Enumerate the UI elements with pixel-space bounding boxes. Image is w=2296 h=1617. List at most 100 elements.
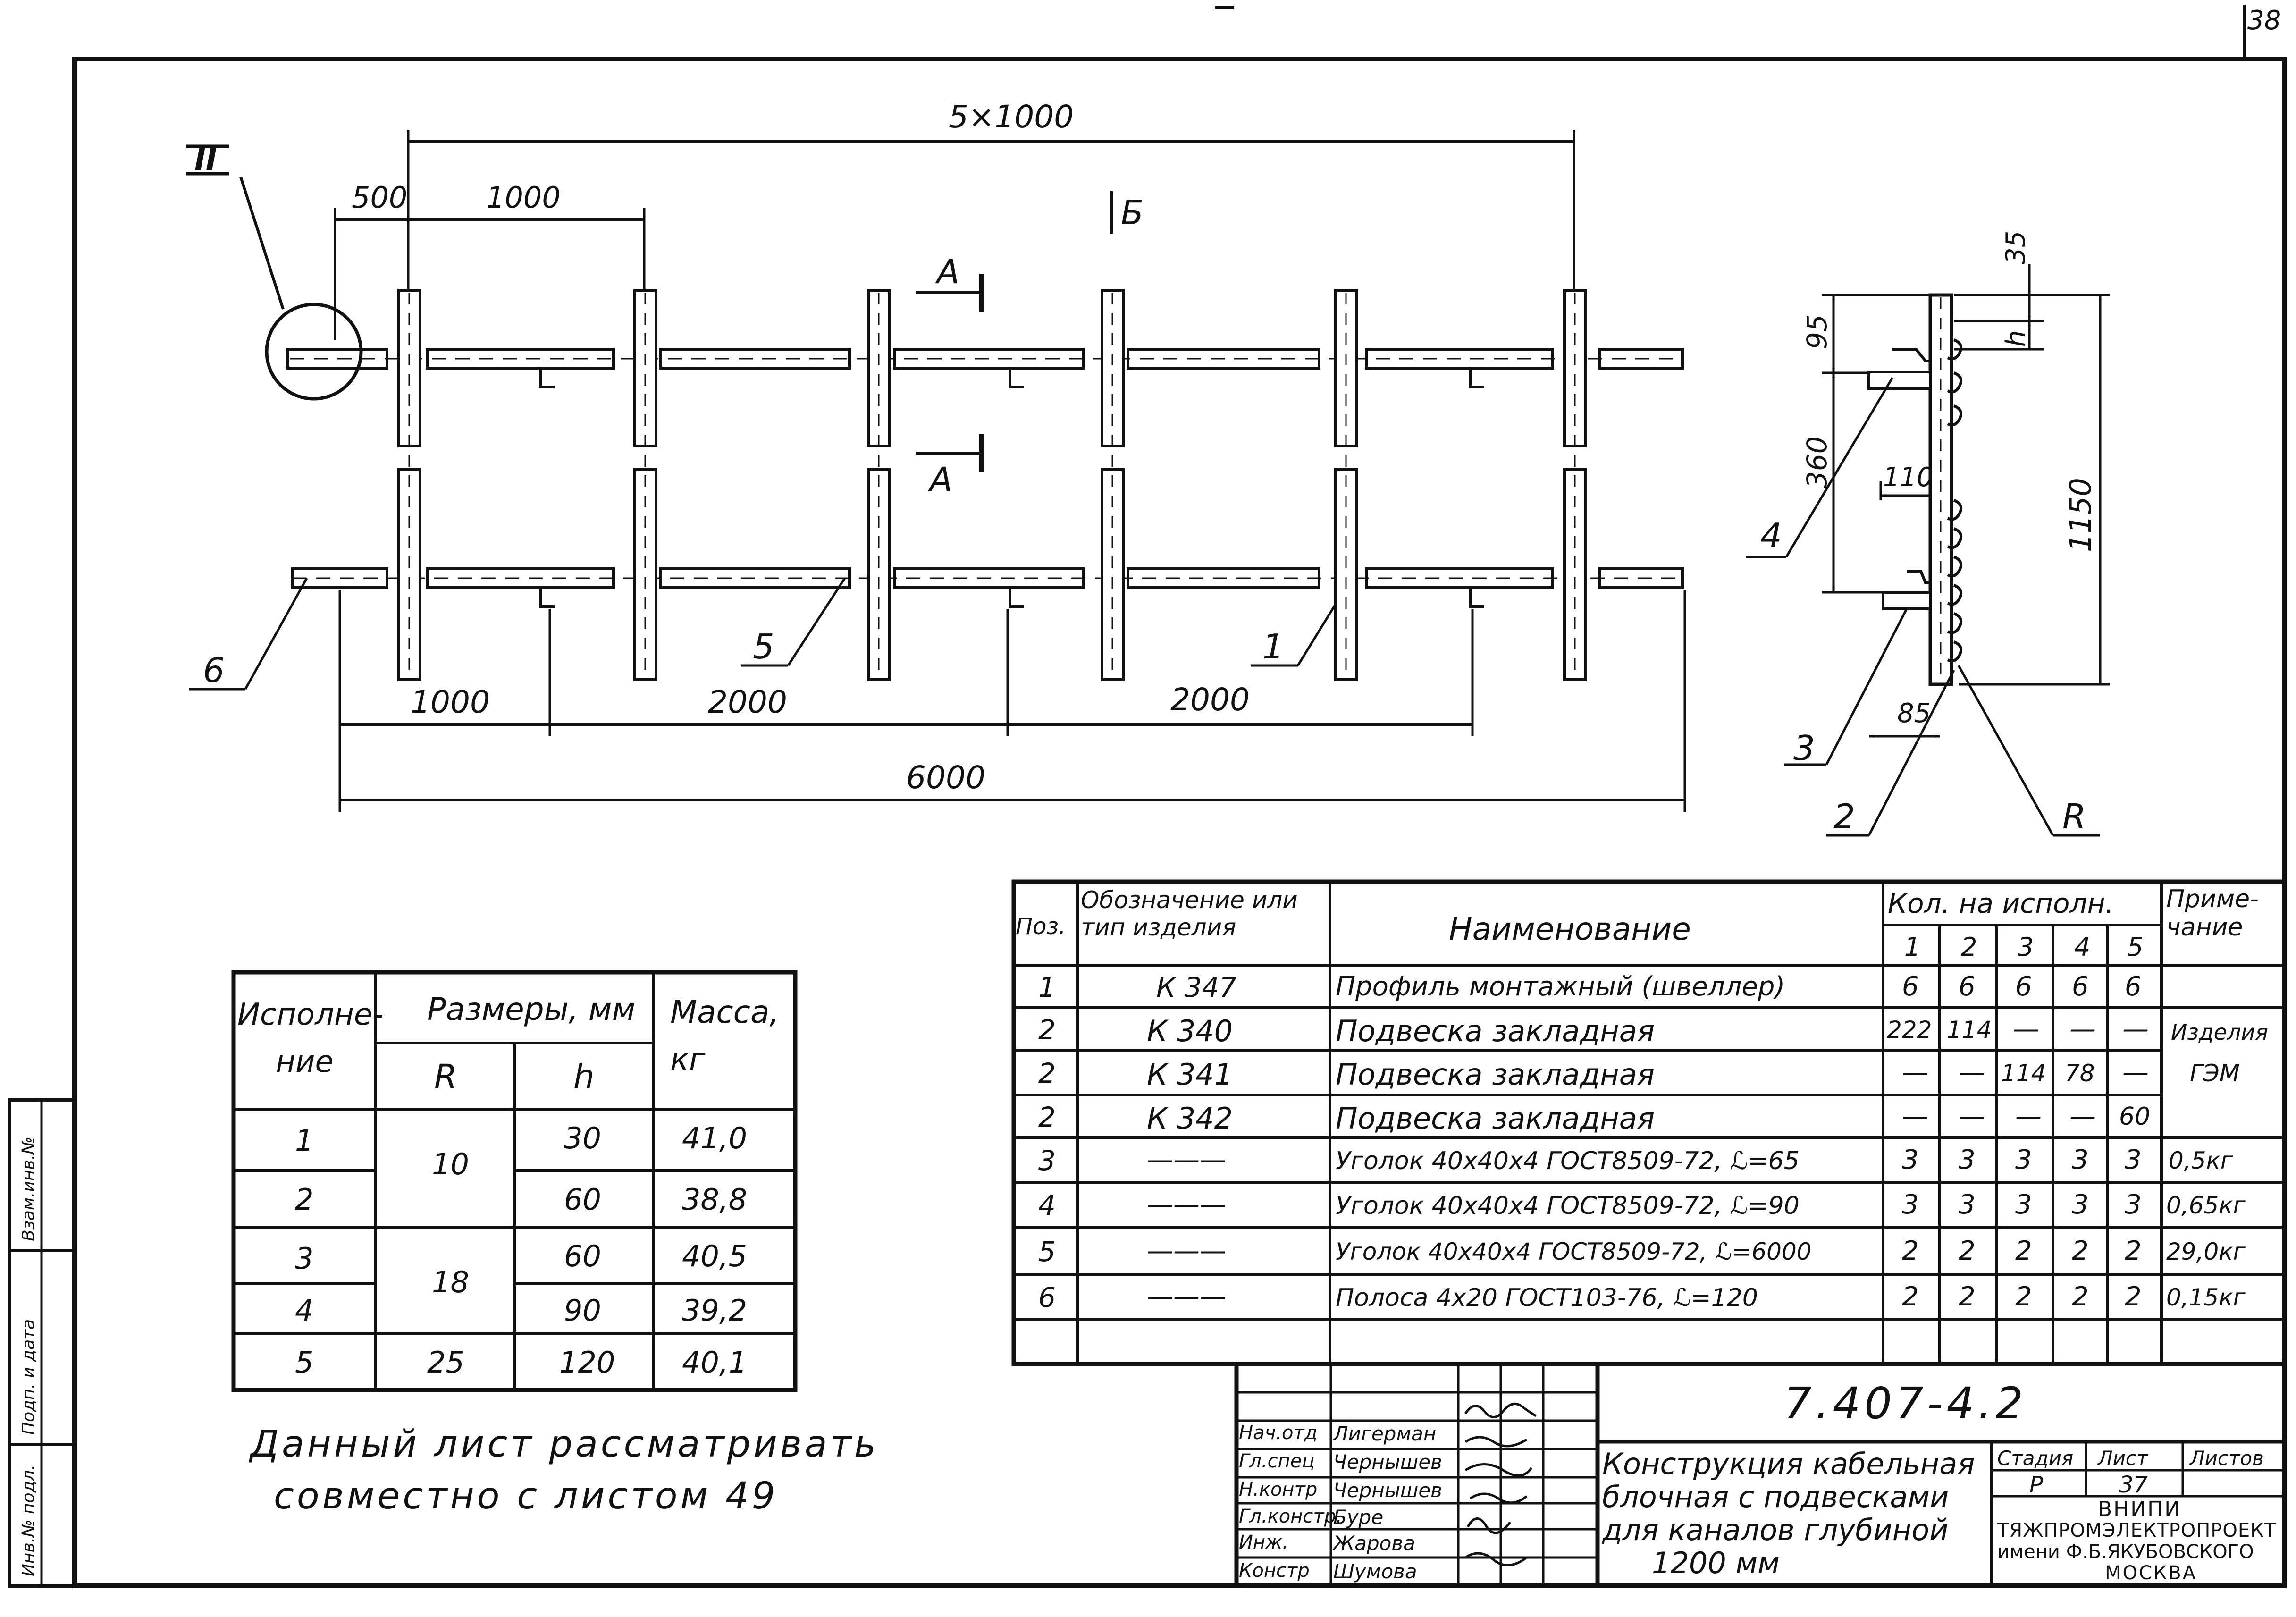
spec-qty: 2	[2015, 1236, 2032, 1266]
spec-qty: 114	[2001, 1060, 2046, 1087]
variant-cell: 40,5	[682, 1239, 748, 1273]
signature-name: Буре	[1333, 1506, 1384, 1529]
callout-1: 1	[1262, 627, 1284, 666]
spec-name: Профиль монтажный (швеллер)	[1336, 971, 1785, 1002]
spec-name: Подвеска закладная	[1336, 1101, 1655, 1136]
variant-cell: 4	[295, 1293, 314, 1328]
spec-header-qty-col: 1	[1904, 932, 1921, 962]
variant-cell: 39,2	[682, 1293, 748, 1328]
callout-5: 5	[753, 627, 774, 666]
variant-cell: 3	[295, 1241, 314, 1276]
spec-note: 0,15кг	[2166, 1284, 2246, 1311]
spec-qty: 2	[2072, 1281, 2089, 1312]
svg-text:Инв.№ подл.: Инв.№ подл.	[19, 1465, 38, 1576]
svg-text:Подп. и дата: Подп. и дата	[19, 1319, 38, 1435]
spec-qty: 2	[1902, 1281, 1919, 1312]
stage-label: Стадия	[1997, 1447, 2074, 1470]
callout-2: 2	[1833, 797, 1855, 836]
variant-cell: 30	[564, 1121, 601, 1155]
spec-note: ГЭМ	[2190, 1060, 2240, 1087]
spec-qty: —	[2015, 1101, 2042, 1132]
section-marker-a-bottom: А	[928, 460, 952, 499]
plan-view: 5×1000 500 1000	[186, 99, 1686, 812]
spec-qty: 3	[2015, 1145, 2032, 1175]
spec-qty: —	[2013, 1014, 2039, 1044]
spec-pos: 5	[1038, 1236, 1056, 1268]
spec-name: Уголок 40х40х4 ГОСТ8509-72, ℒ=90	[1336, 1192, 1800, 1220]
spec-qty: 6	[2125, 971, 2142, 1002]
spec-designation: ———	[1147, 1236, 1226, 1266]
variant-cell: 60	[564, 1239, 601, 1273]
org-line: имени Ф.Б.ЯКУБОВСКОГО	[1997, 1541, 2254, 1563]
spec-qty: 3	[2015, 1189, 2032, 1220]
spec-qty: 3	[2072, 1189, 2089, 1220]
spec-qty: 3	[2072, 1145, 2089, 1175]
spec-qty: 6	[2015, 971, 2032, 1002]
spec-designation: К 340	[1147, 1014, 1233, 1048]
spec-qty: 2	[1902, 1236, 1919, 1266]
dim-spacing: 1000	[486, 180, 561, 215]
signature-role: Гл.спец	[1239, 1450, 1315, 1472]
dim-bottom-a: 1000	[411, 684, 490, 720]
dim-35: 35	[2001, 231, 2031, 264]
spec-qty: 2	[2125, 1236, 2142, 1266]
spec-qty: —	[1902, 1057, 1928, 1088]
spec-note: Изделия	[2171, 1019, 2268, 1045]
stage-value: Р	[2029, 1472, 2043, 1498]
variant-cell: 90	[564, 1293, 601, 1328]
spec-qty: 222	[1887, 1016, 1932, 1044]
callout-4: 4	[1760, 516, 1782, 556]
title-block-grid	[1234, 1364, 2284, 1586]
dim-bottom-c: 2000	[1170, 682, 1250, 718]
sheet-value: 37	[2119, 1472, 2148, 1498]
section-view: 95 360 1150 35 ℎ 110 85 4 3 2 R	[1746, 231, 2110, 837]
signature-role: Н.контр	[1239, 1479, 1318, 1500]
spec-header-qty-col: 4	[2074, 932, 2091, 962]
org-line: ВНИПИ	[2098, 1497, 2182, 1521]
spec-qty: 3	[2125, 1189, 2142, 1220]
variant-header-sizes: Размеры, мм	[427, 991, 636, 1027]
sheet-frame	[72, 57, 2287, 1588]
variant-cell: 38,8	[682, 1182, 748, 1217]
dim-95: 95	[1801, 314, 1833, 349]
spec-header-qty-col: 2	[1961, 932, 1977, 962]
org-line: МОСКВА	[2105, 1562, 2197, 1584]
title-line: Конструкция кабельная	[1602, 1447, 1975, 1481]
spec-qty: 3	[2125, 1145, 2142, 1175]
signature-name: Лигерман	[1333, 1422, 1437, 1445]
callout-r: R	[2062, 797, 2086, 836]
signature-role: Нач.отд	[1239, 1422, 1318, 1444]
org-line: ТЯЖПРОМЭЛЕКТРОПРОЕКТ	[1997, 1520, 2277, 1541]
signature-name: Шумова	[1333, 1560, 1417, 1583]
variant-cell: 120	[559, 1345, 615, 1380]
spec-designation: ———	[1147, 1281, 1226, 1312]
spec-qty: 3	[1902, 1189, 1919, 1220]
dim-bottom-b: 2000	[708, 684, 787, 720]
spec-header-pos: Поз.	[1016, 913, 1066, 940]
spec-designation: ———	[1147, 1145, 1226, 1175]
dim-edge-offset: 500	[352, 180, 407, 215]
dim-360: 360	[1801, 436, 1833, 488]
spec-qty: 6	[1959, 971, 1976, 1002]
signature-role: Гл.констр.	[1239, 1506, 1342, 1527]
spec-name: Подвеска закладная	[1336, 1014, 1655, 1048]
dim-h: ℎ	[2001, 330, 2031, 347]
variant-cell: 10	[432, 1147, 469, 1181]
spec-qty: 6	[2072, 971, 2089, 1002]
variant-cell: 5	[295, 1345, 314, 1380]
variant-cell: 41,0	[682, 1121, 748, 1155]
spec-qty: —	[1902, 1101, 1928, 1132]
variant-cell: 2	[295, 1182, 314, 1217]
spec-designation: К 341	[1147, 1057, 1233, 1092]
title-line: 1200 мм	[1652, 1546, 1780, 1580]
spec-qty: 60	[2119, 1103, 2151, 1131]
spec-qty: —	[1959, 1101, 1985, 1132]
side-stamp: Инв.№ подл. Подп. и дата Взам.инв.№	[8, 1098, 76, 1588]
spec-qty: 6	[1902, 971, 1919, 1002]
spec-qty: 78	[2065, 1060, 2095, 1087]
spec-name: Уголок 40х40х4 ГОСТ8509-72, ℒ=6000	[1336, 1238, 1812, 1265]
spec-pos: 6	[1038, 1281, 1056, 1314]
title-line: для каналов глубиной	[1602, 1513, 1949, 1547]
sheet-note-line1: Данный лист рассматривать	[250, 1423, 879, 1465]
